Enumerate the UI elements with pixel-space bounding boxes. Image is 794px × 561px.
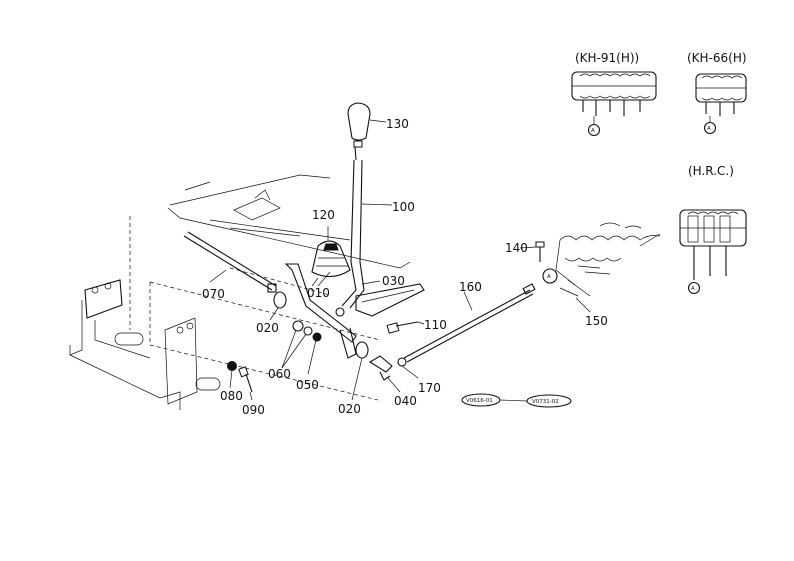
part-130: 130 bbox=[386, 117, 409, 131]
linkage bbox=[183, 231, 579, 393]
valve-kh91: (KH-91(H)) A bbox=[571, 51, 657, 137]
label-kh91: (KH-91(H)) bbox=[575, 51, 639, 65]
part-050: 050 bbox=[296, 378, 319, 392]
part-100: 100 bbox=[392, 200, 415, 214]
part-080: 080 bbox=[220, 389, 243, 403]
label-hrc: (H.R.C.) bbox=[688, 164, 734, 178]
label-kh66: (KH-66(H) bbox=[687, 51, 747, 65]
shift-lever bbox=[311, 102, 425, 317]
marker-a-main: A bbox=[547, 274, 551, 280]
part-060: 060 bbox=[268, 367, 291, 381]
part-170: 170 bbox=[418, 381, 441, 395]
part-010: 010 bbox=[307, 286, 330, 300]
leader-lines bbox=[209, 119, 591, 401]
frame-plates bbox=[69, 174, 411, 410]
part-070: 070 bbox=[202, 287, 225, 301]
marker-a-kh91: A bbox=[591, 128, 595, 134]
ref-code-left: V0616-01 bbox=[466, 398, 493, 404]
ref-code-right: V0731-02 bbox=[532, 399, 559, 405]
part-090: 090 bbox=[242, 403, 265, 417]
part-labels: 130 120 100 140 030 160 070 010 020 110 … bbox=[202, 117, 608, 417]
part-140: 140 bbox=[505, 241, 528, 255]
reference-codes: V0616-01 V0731-02 bbox=[461, 393, 572, 408]
part-040: 040 bbox=[394, 394, 417, 408]
part-110: 110 bbox=[424, 318, 447, 332]
part-160: 160 bbox=[459, 280, 482, 294]
part-150: 150 bbox=[585, 314, 608, 328]
valve-hrc: (H.R.C.) A bbox=[679, 164, 747, 295]
main-valve-cluster: A bbox=[535, 222, 661, 297]
part-120: 120 bbox=[312, 208, 335, 222]
part-020-upper: 020 bbox=[256, 321, 279, 335]
valve-kh66: (KH-66(H) A bbox=[687, 51, 747, 135]
part-020-lower: 020 bbox=[338, 402, 361, 416]
marker-a-kh66: A bbox=[707, 126, 711, 132]
marker-a-hrc: A bbox=[691, 286, 695, 292]
part-030: 030 bbox=[382, 274, 405, 288]
